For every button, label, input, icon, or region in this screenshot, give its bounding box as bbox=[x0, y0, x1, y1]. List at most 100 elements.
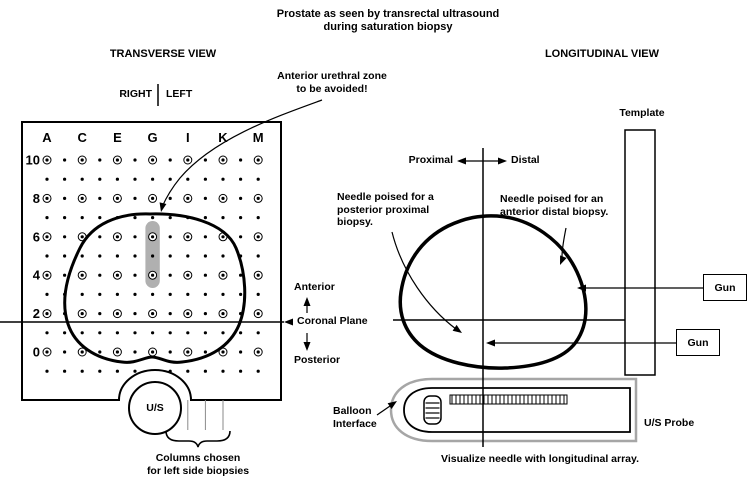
template-hole-dot bbox=[80, 158, 84, 162]
template-hole-dot bbox=[186, 273, 190, 277]
balloon-note: Balloon Interface bbox=[333, 405, 377, 430]
transverse-heading: TRANSVERSE VIEW bbox=[109, 48, 217, 60]
template-hole-dot bbox=[80, 273, 84, 277]
probe-arch-outline bbox=[118, 369, 192, 401]
template-hole-dot bbox=[151, 158, 155, 162]
posterior-needle-note: Needle poised for a posterior proximal b… bbox=[337, 191, 434, 229]
grid-dot bbox=[133, 158, 137, 162]
grid-column-label: A bbox=[42, 130, 52, 145]
grid-dot bbox=[239, 273, 243, 277]
grid-dot bbox=[203, 331, 207, 335]
grid-dot bbox=[98, 158, 102, 162]
balloon-note-line1: Balloon bbox=[333, 405, 372, 417]
urethral-note-line1: Anterior urethral zone bbox=[277, 70, 387, 82]
gun-box-bottom: Gun bbox=[676, 329, 720, 356]
template-hole-dot bbox=[45, 158, 49, 162]
grid-dot bbox=[80, 292, 84, 296]
grid-dot bbox=[133, 350, 137, 354]
grid-column-label: E bbox=[113, 130, 122, 145]
template-hole-dot bbox=[80, 235, 84, 239]
grid-dot bbox=[256, 216, 260, 220]
figure-title-line2: during saturation biopsy bbox=[323, 21, 453, 33]
grid-dot bbox=[221, 254, 225, 258]
grid-dot bbox=[151, 216, 155, 220]
grid-dot bbox=[133, 331, 137, 335]
grid-column-label: M bbox=[253, 130, 264, 145]
template-hole-dot bbox=[256, 312, 260, 316]
grid-dot bbox=[133, 369, 137, 373]
grid-dot bbox=[203, 292, 207, 296]
grid-dot bbox=[221, 369, 225, 373]
grid-dot bbox=[80, 369, 84, 373]
grid-dot bbox=[168, 158, 172, 162]
grid-dot bbox=[239, 369, 243, 373]
grid-dot bbox=[168, 235, 172, 239]
grid-dot bbox=[221, 292, 225, 296]
grid-dot bbox=[239, 350, 243, 354]
grid-dot bbox=[186, 331, 190, 335]
urethral-note: Anterior urethral zone to be avoided! bbox=[242, 70, 422, 95]
grid-dot bbox=[256, 331, 260, 335]
grid-dot bbox=[98, 254, 102, 258]
template-hole-dot bbox=[45, 196, 49, 200]
grid-dot bbox=[203, 235, 207, 239]
grid-dot bbox=[239, 331, 243, 335]
brace-note-line1: Columns chosen bbox=[155, 452, 241, 464]
grid-dot bbox=[186, 254, 190, 258]
grid-dot bbox=[45, 369, 49, 373]
posterior-needle-note-line1: Needle poised for a bbox=[337, 191, 434, 203]
anterior-needle-note-arrowhead bbox=[560, 255, 567, 265]
brace-note-line2: for left side biopsies bbox=[146, 464, 250, 477]
grid-dot bbox=[45, 254, 49, 258]
grid-dot bbox=[115, 292, 119, 296]
grid-dot bbox=[256, 177, 260, 181]
template-hole-dot bbox=[186, 196, 190, 200]
grid-dot bbox=[168, 273, 172, 277]
grid-dot bbox=[98, 312, 102, 316]
grid-dot bbox=[168, 216, 172, 220]
figure-title-line1: Prostate as seen by transrectal ultrasou… bbox=[276, 8, 500, 20]
grid-row-label: 10 bbox=[26, 153, 40, 168]
grid-dot bbox=[256, 369, 260, 373]
grid-dot bbox=[45, 331, 49, 335]
grid-dot bbox=[63, 350, 67, 354]
grid-dot bbox=[203, 158, 207, 162]
grid-dot bbox=[63, 273, 67, 277]
grid-dot bbox=[45, 292, 49, 296]
template-hole-dot bbox=[115, 196, 119, 200]
grid-dot bbox=[80, 177, 84, 181]
template-dot-grid bbox=[42, 155, 263, 373]
distal-label: Distal bbox=[511, 154, 540, 166]
grid-dot bbox=[203, 312, 207, 316]
grid-dot bbox=[98, 273, 102, 277]
right-side-label: RIGHT bbox=[119, 88, 152, 100]
template-hole-dot bbox=[186, 312, 190, 316]
template-hole-dot bbox=[115, 350, 119, 354]
grid-dot bbox=[98, 331, 102, 335]
template-hole-dot bbox=[221, 196, 225, 200]
urethral-note-arrowhead bbox=[159, 202, 167, 212]
template-label: Template bbox=[619, 107, 665, 119]
anterior-arrowhead bbox=[303, 297, 311, 306]
anterior-needle-note: Needle poised for an anterior distal bio… bbox=[500, 193, 608, 218]
template-hole-dot bbox=[151, 196, 155, 200]
grid-dot bbox=[115, 177, 119, 181]
grid-dot bbox=[186, 292, 190, 296]
grid-dot bbox=[151, 177, 155, 181]
grid-dot bbox=[168, 254, 172, 258]
template-hole-dot bbox=[221, 350, 225, 354]
grid-dot bbox=[63, 235, 67, 239]
grid-dot bbox=[80, 216, 84, 220]
grid-dot bbox=[168, 331, 172, 335]
anterior-needle-note-line2: anterior distal biopsy. bbox=[500, 205, 609, 218]
template-hole-dot bbox=[151, 312, 155, 316]
grid-column-label: I bbox=[186, 130, 190, 145]
longitudinal-caption: Visualize needle with longitudinal array… bbox=[441, 453, 639, 465]
grid-dot bbox=[203, 216, 207, 220]
grid-dot bbox=[203, 254, 207, 258]
grid-dot bbox=[133, 273, 137, 277]
grid-dot bbox=[98, 235, 102, 239]
grid-dot bbox=[203, 369, 207, 373]
template-hole-dot bbox=[151, 273, 155, 277]
